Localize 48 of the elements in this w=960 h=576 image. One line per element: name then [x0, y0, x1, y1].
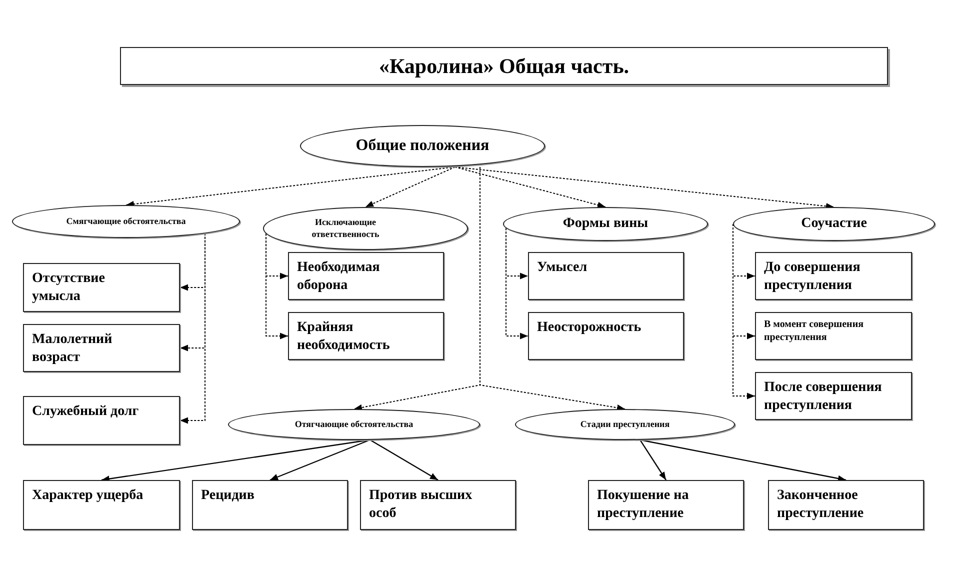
item-box: [23, 324, 180, 372]
node-label: В момент совершения преступления: [764, 319, 864, 344]
arrow: [370, 439, 438, 481]
arrow: [180, 232, 206, 424]
item-box: [23, 263, 180, 312]
node-label: Умысел: [537, 259, 588, 276]
item-box: [528, 252, 684, 300]
node-label: Характер ущерба: [32, 487, 144, 504]
node-label: Малолетний возраст: [32, 331, 114, 366]
node-label: Соучастие: [801, 215, 867, 233]
arrow: [454, 166, 606, 208]
node-label: Стадии преступления: [580, 418, 670, 430]
node-label: Крайняя необходимость: [297, 319, 391, 354]
item-box: [755, 252, 912, 300]
node-label: Отягчающие обстоятельства: [294, 418, 414, 430]
node-label: Отсутствие умысла: [32, 270, 106, 305]
item-box: [588, 480, 744, 530]
node-label: Против высших особ: [369, 487, 474, 522]
item-box: [192, 480, 348, 530]
node-label: Служебный долг: [32, 403, 139, 420]
item-box: [755, 312, 912, 360]
item-box: [288, 312, 444, 360]
item-box: [528, 312, 684, 360]
node-label: Покушение на преступление: [597, 487, 690, 522]
node-label: Неосторожность: [537, 319, 642, 336]
diagram-title: «Каролина» Общая часть.: [120, 47, 888, 85]
node-label: После совершения преступления: [764, 379, 883, 414]
arrow: [270, 439, 370, 481]
node-label: Необходимая оборона: [297, 259, 381, 294]
item-box: [768, 480, 924, 530]
category-ellipse: [263, 207, 468, 250]
item-box: [360, 480, 516, 530]
node-label: До совершения преступления: [764, 259, 862, 294]
node-label: Смягчающие обстоятельства: [66, 216, 186, 228]
item-box: [755, 372, 912, 420]
category-ellipse: [503, 207, 708, 241]
node-label: Законченное преступление: [777, 487, 865, 522]
arrow: [266, 233, 288, 340]
item-box: [288, 252, 444, 300]
arrow: [365, 166, 456, 208]
arrow: [640, 440, 666, 480]
node-label: Формы вины: [562, 215, 648, 233]
item-box: [23, 396, 180, 445]
node-label: Исключающие ответственность: [310, 217, 380, 240]
item-box: [23, 480, 180, 530]
node-label: Общие положения: [356, 136, 490, 156]
arrow: [506, 228, 528, 340]
node-label: Рецидив: [201, 487, 254, 504]
